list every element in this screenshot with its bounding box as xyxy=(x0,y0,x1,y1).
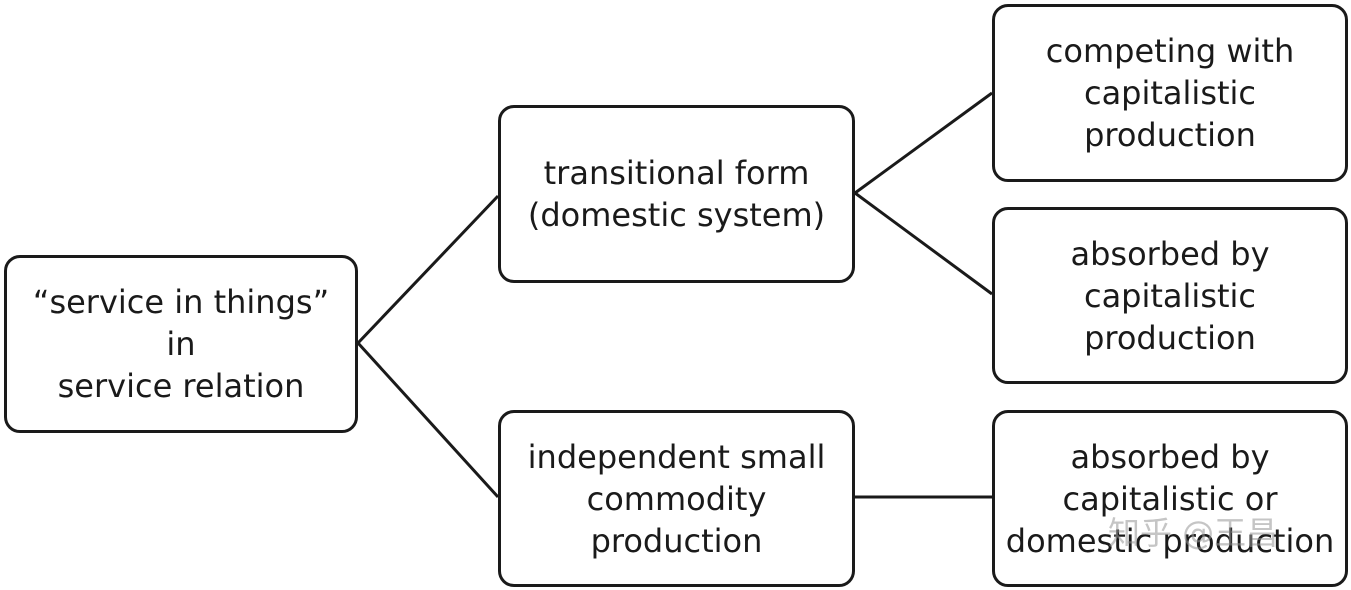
edge-root-to-transitional xyxy=(356,194,500,345)
node-absorbed-by-capitalistic-or-domestic-production: absorbed by capitalistic or domestic pro… xyxy=(992,410,1348,587)
node-line: service relation xyxy=(57,367,305,405)
node-line: capitalistic or xyxy=(1062,479,1278,518)
node-line: “service in things” in xyxy=(32,283,330,363)
node-line: production xyxy=(1084,116,1256,154)
edge-transitional-to-competing xyxy=(854,91,993,195)
node-line: capitalistic xyxy=(1083,74,1257,112)
node-line: absorbed by xyxy=(1070,437,1270,476)
node-line: capitalistic xyxy=(1083,276,1257,315)
edge-transitional-to-absorbed xyxy=(854,191,993,296)
node-transitional-form: transitional form (domestic system) xyxy=(498,105,855,283)
edge-root-to-independent xyxy=(356,341,500,499)
node-independent-small-commodity-production: independent small commodity production xyxy=(498,410,855,587)
node-absorbed-by-capitalistic-production: absorbed by capitalistic production xyxy=(992,207,1348,384)
node-line: transitional form xyxy=(543,154,810,192)
node-line: competing with xyxy=(1045,32,1295,70)
node-line: production xyxy=(590,521,763,560)
node-line: domestic production xyxy=(1005,521,1335,560)
node-line: independent small xyxy=(527,437,826,476)
node-competing-with-capitalistic-production: competing with capitalistic production xyxy=(992,4,1348,182)
node-line: production xyxy=(1084,318,1256,357)
node-line: (domestic system) xyxy=(527,196,826,234)
node-line: absorbed by xyxy=(1070,234,1270,273)
node-line: commodity xyxy=(586,479,767,518)
node-service-in-things: “service in things” in service relation xyxy=(4,255,358,433)
